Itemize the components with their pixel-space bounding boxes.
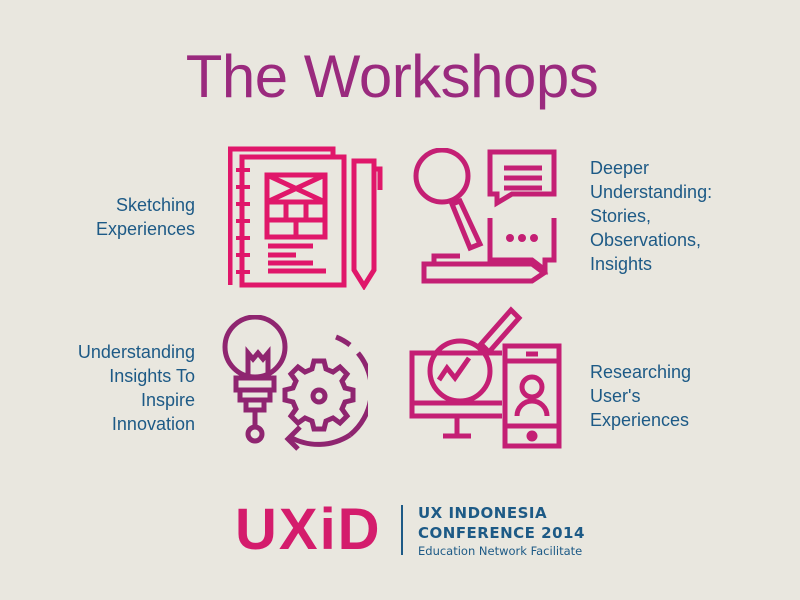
conference-year: CONFERENCE 2014 (418, 524, 585, 542)
label-line: User's (590, 386, 641, 406)
label-line: Deeper (590, 158, 650, 178)
uxid-logo: UXiD (235, 497, 382, 562)
workshop-label-insights-innovation: Understanding Insights To Inspire Innova… (78, 340, 195, 436)
label-line: Experiences (590, 410, 690, 430)
workshop-label-deeper-understanding: Deeper Understanding: Stories, Observati… (590, 156, 712, 276)
footer-divider (401, 505, 403, 555)
page-title: The Workshops (185, 43, 599, 110)
label-line: Inspire (140, 390, 195, 410)
label-line: Observations, (590, 230, 702, 250)
label-line: Researching (590, 362, 692, 382)
lightbulb-gear-icon (222, 315, 368, 451)
conference-info: UX INDONESIA CONFERENCE 2014 Education N… (418, 503, 585, 559)
label-line: Insights (590, 254, 653, 274)
label-line: Stories, (590, 206, 652, 226)
label-line: Understanding (77, 342, 195, 362)
sketchbook-pencil-icon (228, 146, 383, 290)
magnifier-speech-bubbles-icon (413, 148, 557, 284)
monitor-phone-analytics-icon (409, 306, 562, 449)
conference-tagline: Education Network Facilitate (418, 544, 583, 558)
label-line: Innovation (111, 414, 195, 434)
label-line: Experiences (95, 219, 195, 239)
label-line: Understanding: (590, 182, 713, 202)
label-line: Sketching (115, 195, 195, 215)
workshop-label-sketching: Sketching Experiences (96, 193, 195, 241)
label-line: Insights To (109, 366, 195, 386)
conference-name: UX INDONESIA (418, 504, 548, 522)
workshop-label-researching: Researching User's Experiences (590, 360, 691, 432)
